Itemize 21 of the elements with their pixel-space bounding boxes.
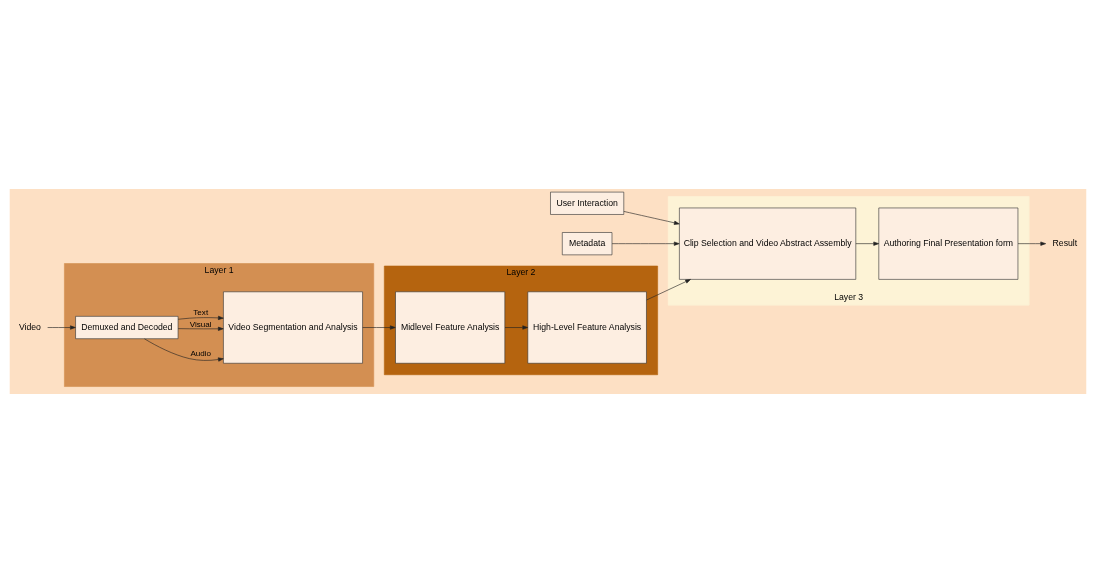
- arrow: [504, 325, 528, 330]
- node-box: Metadata: [562, 232, 613, 256]
- arrow: [1017, 241, 1046, 246]
- node-box: Clip Selection and Video Abstract Assembly: [679, 207, 857, 280]
- arrow: [855, 241, 879, 246]
- node-box: User Interaction: [550, 191, 625, 215]
- arrow: [177, 315, 224, 320]
- node-box: Authoring Final Presentation form: [878, 207, 1019, 280]
- node-box: Video Segmentation and Analysis: [223, 291, 363, 364]
- node-box: High-Level Feature Analysis: [527, 291, 647, 364]
- arrow: [623, 211, 680, 225]
- arrow: [362, 325, 396, 330]
- arrow: [177, 326, 224, 331]
- arrow: [47, 325, 76, 330]
- node-box: Midlevel Feature Analysis: [395, 291, 506, 364]
- node-text: Video: [18, 321, 41, 332]
- arrow: [646, 279, 691, 301]
- arrow: [611, 241, 680, 246]
- arrow: [144, 338, 224, 362]
- node-text: Result: [1052, 237, 1078, 248]
- node-box: Demuxed and Decoded: [75, 316, 179, 339]
